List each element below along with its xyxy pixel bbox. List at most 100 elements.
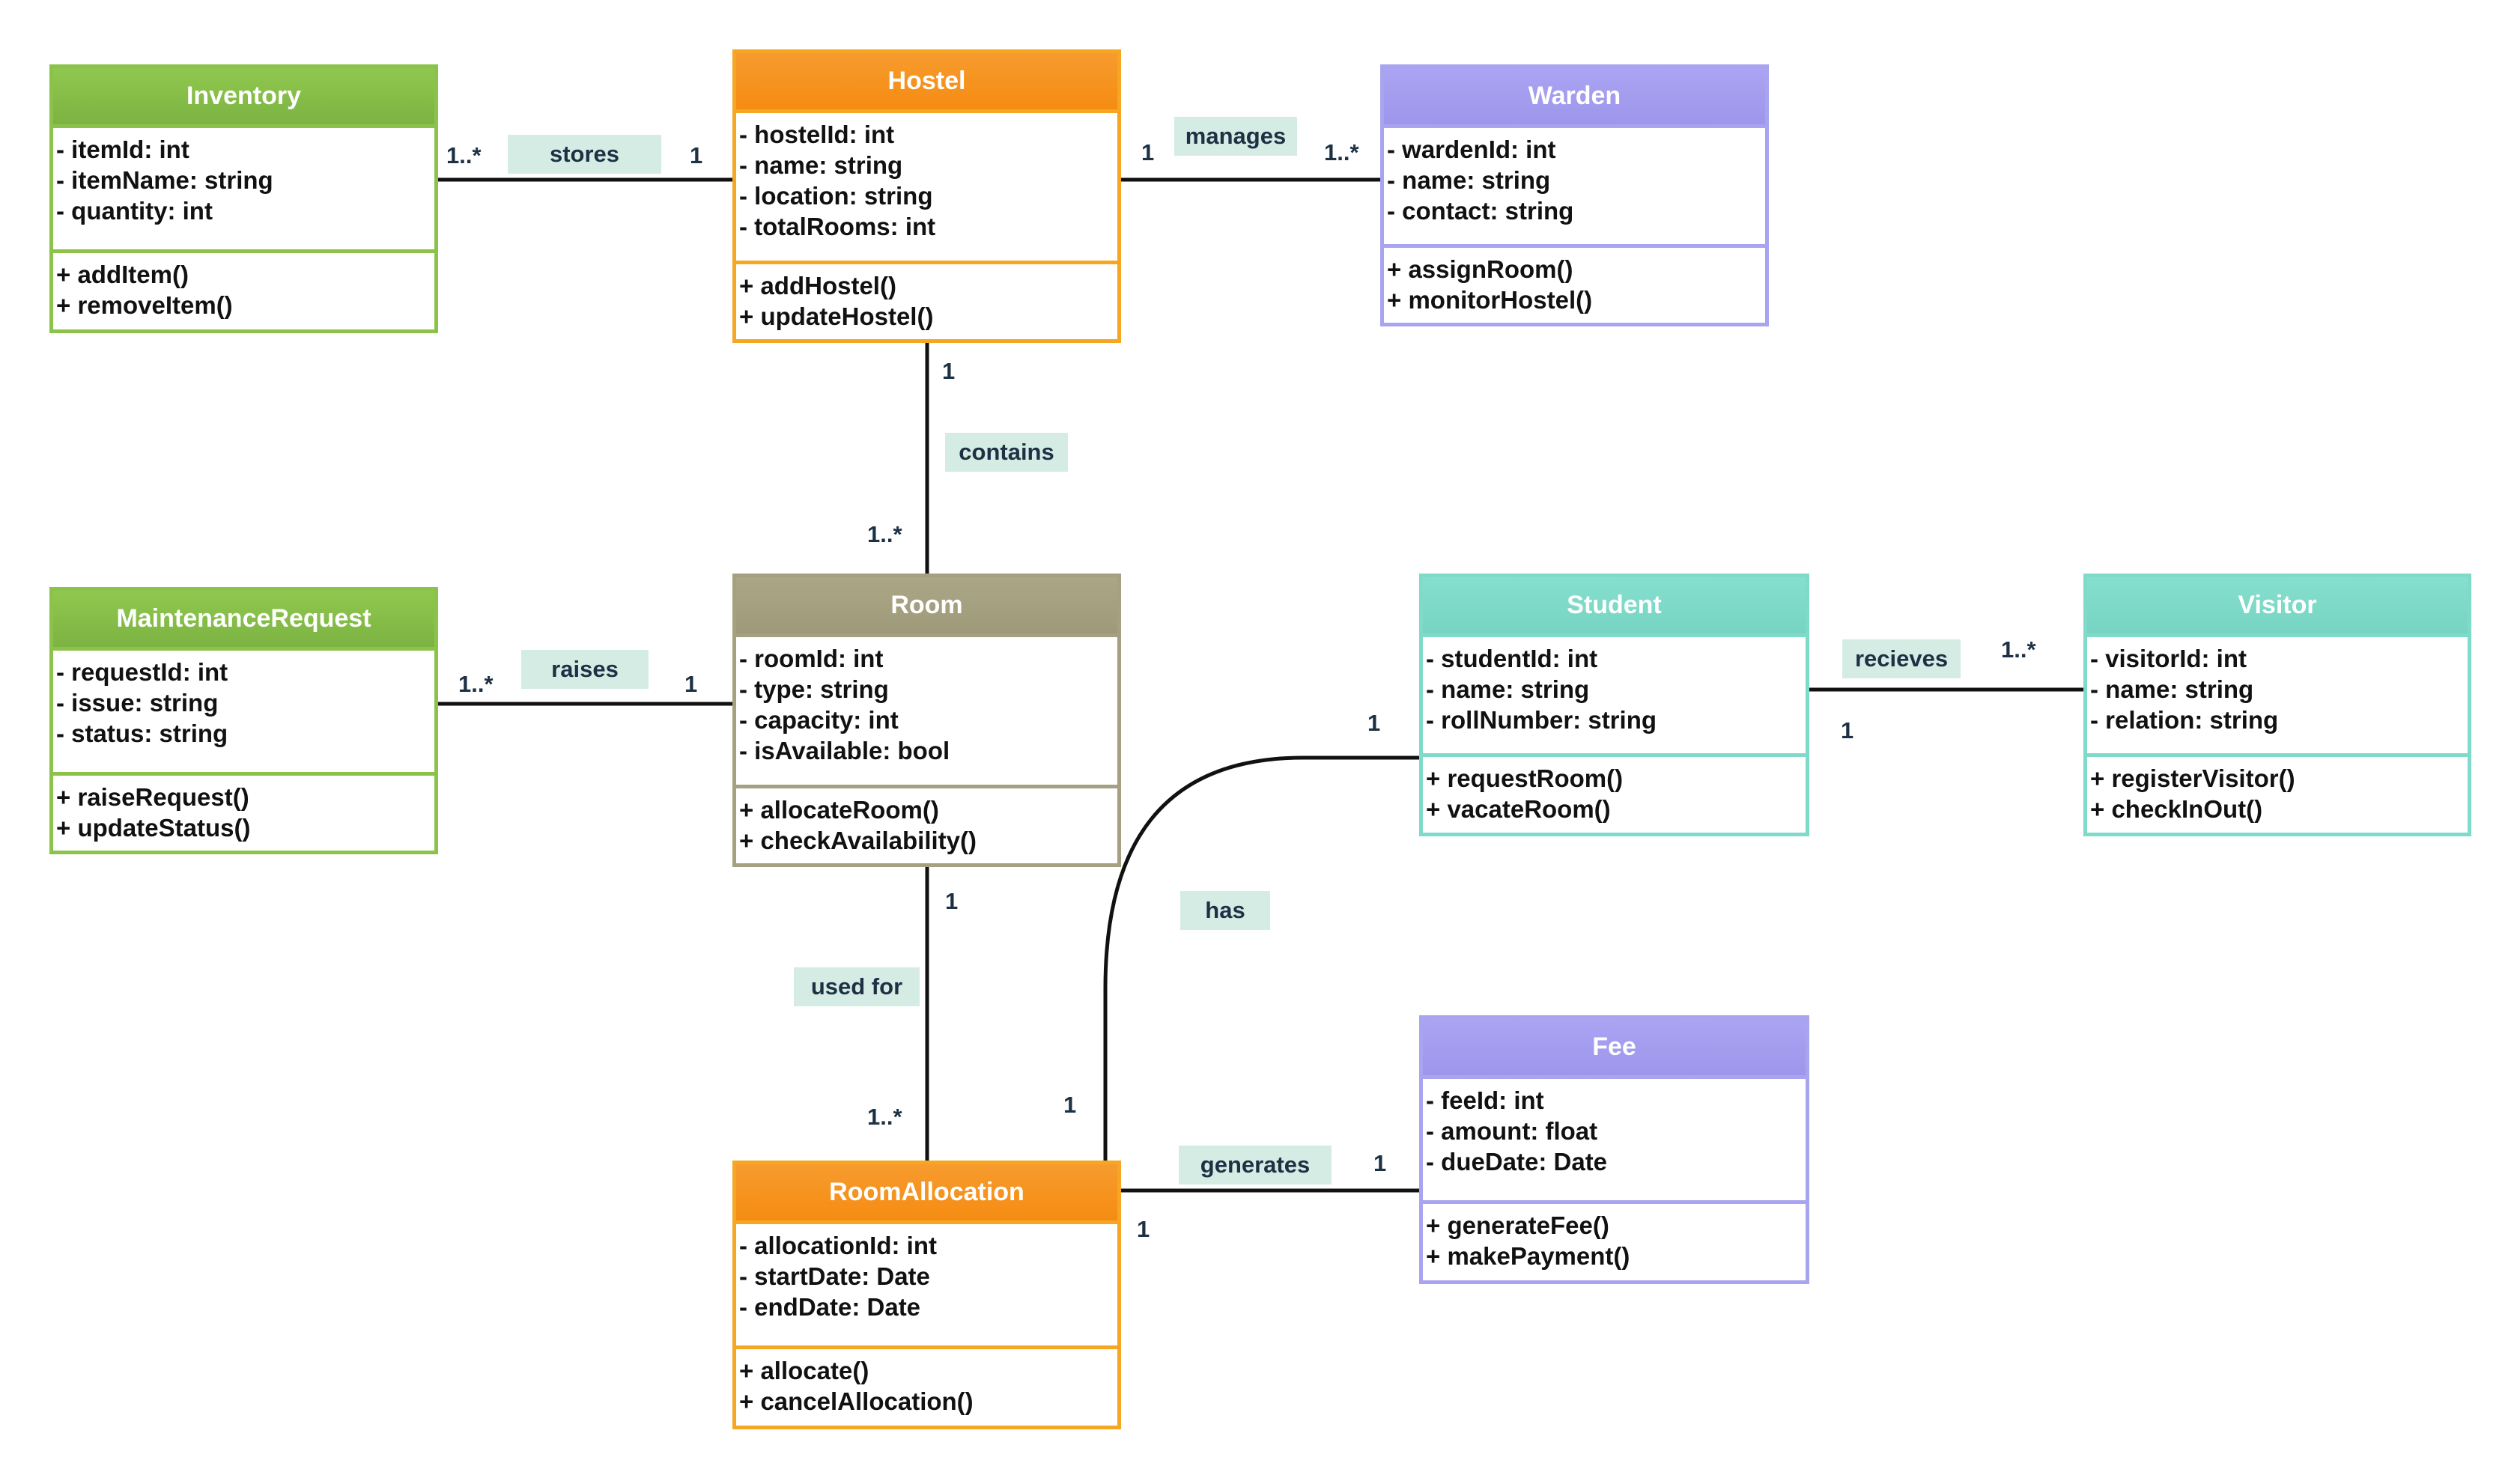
attribute: - name: string (739, 151, 903, 179)
class-fee[interactable]: Fee - feeId: int - amount: float - dueDa… (1419, 1015, 1809, 1284)
multiplicity-has-student: 1 (1367, 710, 1381, 736)
class-fee-attributes: - feeId: int - amount: float - dueDate: … (1423, 1079, 1806, 1200)
class-fee-title: Fee (1423, 1019, 1806, 1079)
class-room-allocation-attributes: - allocationId: int - startDate: Date - … (736, 1224, 1117, 1345)
multiplicity-stores-inventory: 1..* (446, 142, 482, 168)
method: + cancelAllocation() (739, 1387, 974, 1415)
attribute: - itemId: int (56, 136, 189, 163)
attribute: - hostelId: int (739, 121, 895, 148)
class-hostel[interactable]: Hostel - hostelId: int - name: string - … (732, 49, 1121, 343)
method: + generateFee() (1426, 1211, 1609, 1239)
method: + monitorHostel() (1387, 286, 1593, 314)
association-label-generates: generates (1179, 1146, 1332, 1184)
attribute: - studentId: int (1426, 645, 1598, 672)
method: + checkInOut() (2090, 795, 2263, 823)
attribute: - isAvailable: bool (739, 737, 950, 764)
class-room[interactable]: Room - roomId: int - type: string - capa… (732, 574, 1121, 867)
attribute: - type: string (739, 675, 889, 703)
multiplicity-stores-hostel: 1 (690, 142, 703, 168)
attribute: - visitorId: int (2090, 645, 2247, 672)
multiplicity-raises-maintenance: 1..* (458, 671, 494, 697)
attribute: - dueDate: Date (1426, 1148, 1608, 1176)
attribute: - relation: string (2090, 706, 2279, 734)
method: + removeItem() (56, 291, 233, 319)
class-visitor[interactable]: Visitor - visitorId: int - name: string … (2083, 574, 2471, 836)
multiplicity-generates-fee: 1 (1373, 1150, 1387, 1176)
multiplicity-has-allocation: 1 (1063, 1092, 1077, 1118)
method: + updateStatus() (56, 814, 251, 842)
class-room-title: Room (736, 577, 1117, 637)
class-inventory[interactable]: Inventory - itemId: int - itemName: stri… (49, 64, 438, 333)
attribute: - startDate: Date (739, 1262, 930, 1290)
multiplicity-generates-allocation: 1 (1137, 1216, 1150, 1242)
attribute: - requestId: int (56, 658, 228, 686)
has-line (1103, 755, 1421, 1162)
class-maintenance-request-title: MaintenanceRequest (53, 591, 434, 651)
association-label-recieves: recieves (1842, 639, 1961, 678)
class-room-attributes: - roomId: int - type: string - capacity:… (736, 637, 1117, 785)
attribute: - itemName: string (56, 166, 273, 194)
attribute: - wardenId: int (1387, 136, 1556, 163)
attribute: - capacity: int (739, 706, 899, 734)
method: + updateHostel() (739, 302, 934, 330)
attribute: - status: string (56, 720, 228, 747)
multiplicity-recieves-visitor: 1..* (2001, 636, 2036, 663)
class-inventory-title: Inventory (53, 68, 434, 128)
attribute: - issue: string (56, 689, 219, 717)
attribute: - location: string (739, 182, 933, 210)
attribute: - totalRooms: int (739, 213, 936, 240)
attribute: - contact: string (1387, 197, 1574, 225)
class-warden[interactable]: Warden - wardenId: int - name: string - … (1380, 64, 1769, 326)
multiplicity-contains-room: 1..* (867, 521, 902, 547)
class-visitor-title: Visitor (2087, 577, 2468, 637)
attribute: - roomId: int (739, 645, 884, 672)
class-room-allocation-title: RoomAllocation (736, 1164, 1117, 1224)
attribute: - quantity: int (56, 197, 213, 225)
method: + makePayment() (1426, 1242, 1630, 1270)
class-warden-methods: + assignRoom() + monitorHostel() (1384, 244, 1765, 315)
method: + registerVisitor() (2090, 764, 2295, 792)
class-warden-attributes: - wardenId: int - name: string - contact… (1384, 128, 1765, 244)
method: + addHostel() (739, 272, 896, 299)
multiplicity-manages-hostel: 1 (1141, 139, 1155, 165)
association-label-contains: contains (945, 433, 1068, 472)
class-warden-title: Warden (1384, 68, 1765, 128)
method: + checkAvailability() (739, 827, 977, 854)
multiplicity-used-for-allocation: 1..* (867, 1104, 902, 1130)
class-room-methods: + allocateRoom() + checkAvailability() (736, 785, 1117, 856)
class-student-attributes: - studentId: int - name: string - rollNu… (1423, 637, 1806, 753)
multiplicity-manages-warden: 1..* (1324, 139, 1359, 165)
class-student-methods: + requestRoom() + vacateRoom() (1423, 753, 1806, 824)
attribute: - amount: float (1426, 1117, 1598, 1145)
class-hostel-attributes: - hostelId: int - name: string - locatio… (736, 113, 1117, 261)
method: + allocate() (739, 1357, 869, 1384)
multiplicity-used-for-room: 1 (945, 888, 959, 914)
class-maintenance-request-attributes: - requestId: int - issue: string - statu… (53, 651, 434, 772)
class-inventory-methods: + addItem() + removeItem() (53, 249, 434, 320)
attribute: - name: string (1426, 675, 1590, 703)
method: + addItem() (56, 261, 189, 288)
class-student[interactable]: Student - studentId: int - name: string … (1419, 574, 1809, 836)
attribute: - endDate: Date (739, 1293, 921, 1321)
multiplicity-contains-hostel: 1 (942, 358, 956, 384)
multiplicity-recieves-student: 1 (1841, 717, 1854, 743)
association-label-manages: manages (1174, 117, 1297, 156)
class-fee-methods: + generateFee() + makePayment() (1423, 1200, 1806, 1271)
class-room-allocation-methods: + allocate() + cancelAllocation() (736, 1345, 1117, 1417)
attribute: - name: string (1387, 166, 1551, 194)
method: + assignRoom() (1387, 255, 1573, 283)
class-visitor-methods: + registerVisitor() + checkInOut() (2087, 753, 2468, 824)
class-inventory-attributes: - itemId: int - itemName: string - quant… (53, 128, 434, 249)
association-label-raises: raises (521, 650, 649, 689)
class-hostel-methods: + addHostel() + updateHostel() (736, 261, 1117, 332)
attribute: - allocationId: int (739, 1232, 937, 1259)
method: + allocateRoom() (739, 796, 939, 824)
attribute: - name: string (2090, 675, 2254, 703)
attribute: - rollNumber: string (1426, 706, 1657, 734)
class-room-allocation[interactable]: RoomAllocation - allocationId: int - sta… (732, 1161, 1121, 1429)
class-maintenance-request[interactable]: MaintenanceRequest - requestId: int - is… (49, 587, 438, 854)
class-maintenance-request-methods: + raiseRequest() + updateStatus() (53, 772, 434, 843)
method: + requestRoom() (1426, 764, 1624, 792)
method: + raiseRequest() (56, 783, 249, 811)
